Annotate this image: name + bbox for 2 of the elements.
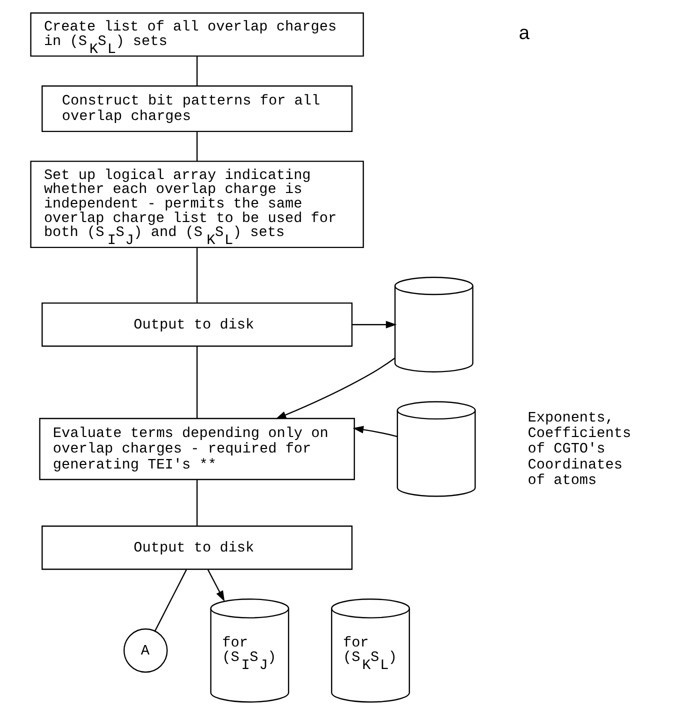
node-label: Exponents, Coefficients of CGTO's Coordinates of atoms <box>528 410 632 489</box>
label: a <box>518 23 530 44</box>
